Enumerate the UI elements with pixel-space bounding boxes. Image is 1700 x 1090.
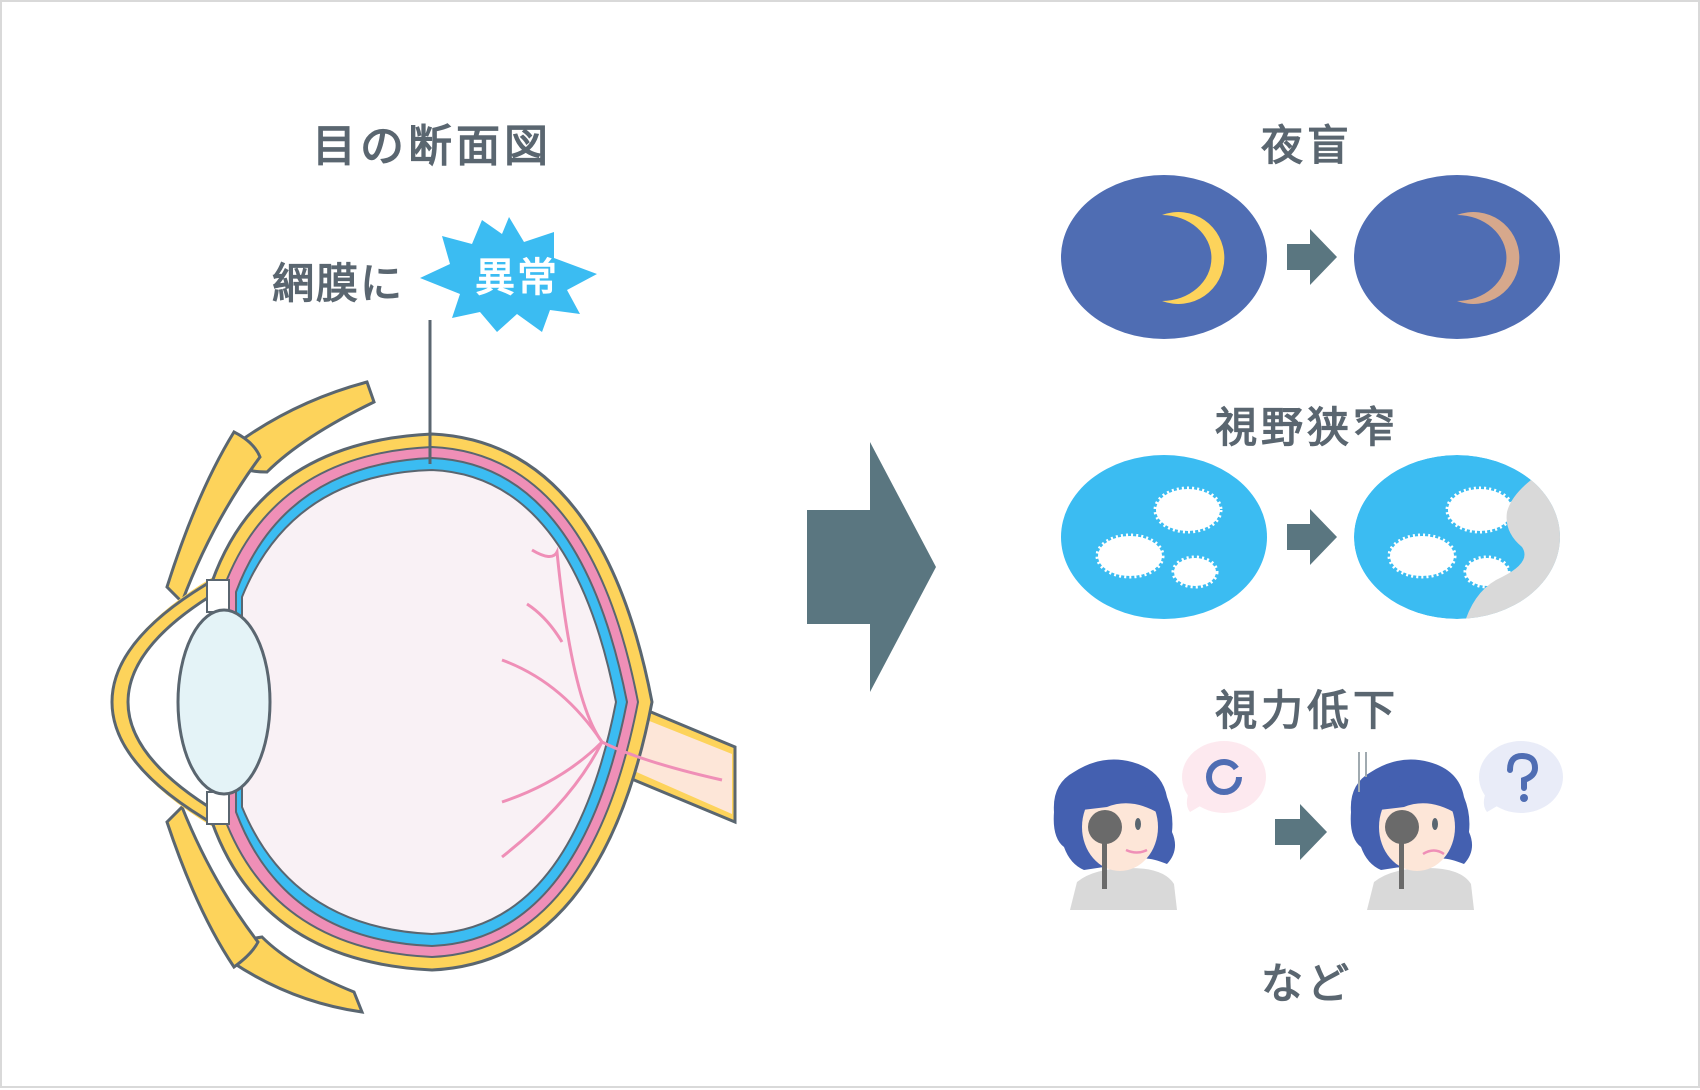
ciliary-body-lower <box>206 791 230 825</box>
symptom-vision-decrease-label: 視力低下 <box>1214 686 1399 735</box>
vision-after-person <box>1350 741 1563 910</box>
eye-occluder-icon <box>1088 810 1122 844</box>
cornea <box>111 577 222 827</box>
ciliary-body-upper <box>206 579 230 613</box>
optic-nerve <box>632 714 732 814</box>
vision-before-person <box>1053 741 1266 910</box>
dim-crescent-moon-icon <box>1457 212 1520 304</box>
abnormality-badge: 異常 <box>475 255 559 301</box>
upper-eyelid-inner <box>165 430 262 605</box>
eye-occluder-icon <box>1385 810 1419 844</box>
eye-section-title: 目の断面図 <box>312 121 552 172</box>
question-mark-icon <box>1507 752 1539 791</box>
retina-label: 網膜に <box>272 259 405 308</box>
visual-field-before <box>1061 455 1267 619</box>
small-arrow-icon <box>1287 509 1337 565</box>
main-arrow-icon <box>807 442 936 692</box>
cloud-icon <box>1445 486 1515 534</box>
abnormality-burst <box>420 217 597 332</box>
etc-label: など <box>1260 959 1353 1008</box>
symptom-night-blindness-label: 夜盲 <box>1260 121 1353 170</box>
symptom-visual-field-label: 視野狭窄 <box>1214 403 1399 452</box>
vitreous-body <box>241 468 618 936</box>
vision-loss-area <box>1462 472 1560 619</box>
cloud-icon <box>1387 533 1457 579</box>
cloud-icon <box>1463 555 1511 589</box>
crescent-moon-icon <box>1162 212 1225 304</box>
visual-field-after <box>1354 455 1560 619</box>
eye-cross-section <box>110 320 737 1014</box>
small-arrow-icon <box>1275 804 1327 860</box>
correct-answer-icon <box>1206 759 1242 795</box>
cloud-icon <box>1095 533 1165 579</box>
small-arrow-icon <box>1287 229 1337 285</box>
night-blindness-after <box>1354 175 1560 339</box>
lower-eyelid-inner <box>165 804 260 970</box>
cloud-icon <box>1153 486 1223 534</box>
lens <box>176 608 272 796</box>
retinal-blood-vessels <box>501 546 723 859</box>
cloud-icon <box>1171 555 1219 589</box>
night-blindness-before <box>1061 175 1267 339</box>
